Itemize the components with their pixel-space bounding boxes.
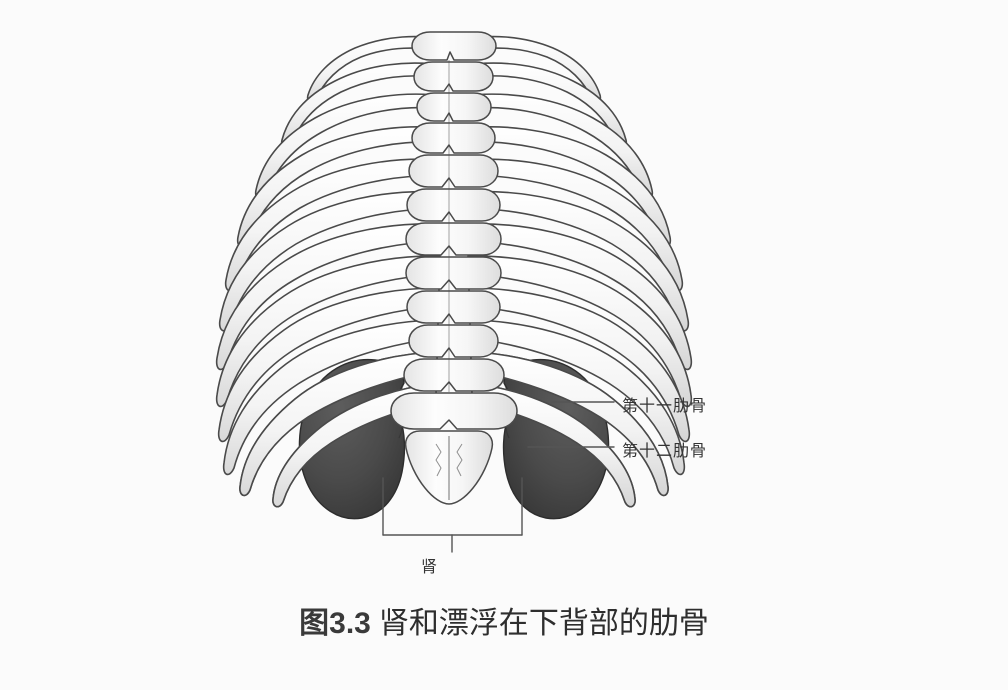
label-kidney: 肾: [421, 559, 439, 576]
leader-lines: [382, 401, 615, 553]
vertebra-t9: [406, 290, 501, 324]
vertebra-t5: [408, 154, 499, 188]
vertebra-t2: [413, 61, 494, 92]
vertebra-t6: [406, 188, 501, 222]
vertebra-t1: [411, 31, 497, 61]
caption-figure-title: 肾和漂浮在下背部的肋骨: [378, 607, 709, 640]
label-rib-eleven: 第十一肋骨: [622, 398, 708, 415]
vertebra-t8: [405, 256, 502, 290]
label-rib-twelve: 第十二肋骨: [622, 443, 708, 460]
kidney-bracket: [382, 477, 523, 553]
vertebral-column: [390, 31, 518, 505]
caption-figure-number: 图3.3: [299, 607, 371, 640]
vertebra-t10: [408, 324, 499, 358]
vertebra-t4: [411, 122, 496, 154]
vertebra-t12: [390, 392, 518, 430]
vertebra-t11: [403, 358, 505, 392]
vertebra-t3: [416, 92, 492, 122]
vertebra-t7: [405, 222, 502, 256]
